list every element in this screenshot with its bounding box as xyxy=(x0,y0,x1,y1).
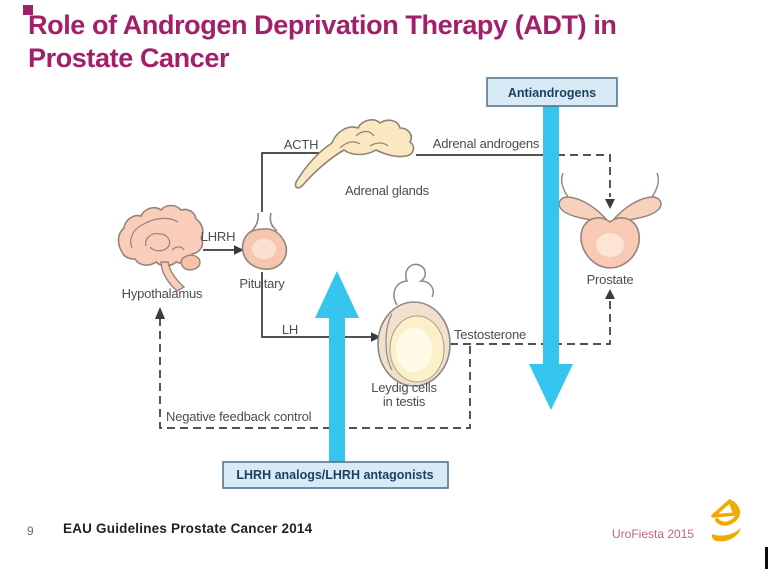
prostate-illustration xyxy=(558,172,662,269)
hypothalamus-label: Hypothalamus xyxy=(122,286,203,301)
negative-feedback-dashed-arrow xyxy=(155,307,471,429)
footer-reference: EAU Guidelines Prostate Cancer 2014 xyxy=(63,521,313,536)
testis-illustration xyxy=(377,263,451,387)
leydig-cells-label-line2: in testis xyxy=(383,394,426,409)
lhrh-arrow xyxy=(203,245,244,255)
leydig-cells-label-line1: Leydig cells xyxy=(371,380,437,395)
lhrh-analogs-box: LHRH analogs/LHRH antagonists xyxy=(222,461,449,489)
hypothalamus-illustration xyxy=(117,204,204,292)
adrenal-gland-illustration xyxy=(294,119,415,189)
footer-event: UroFiesta 2015 xyxy=(612,527,695,541)
adrenal-androgens-dashed-arrow xyxy=(557,154,615,209)
lhrh-label: LHRH xyxy=(201,229,236,244)
astrazeneca-logo xyxy=(711,499,741,542)
antiandrogens-inhibit-arrow xyxy=(529,105,573,410)
acth-label: ACTH xyxy=(284,137,319,152)
negative-feedback-label: Negative feedback control xyxy=(166,409,312,424)
lhrh-analogs-box-label: LHRH analogs/LHRH antagonists xyxy=(236,468,433,482)
pituitary-illustration xyxy=(241,212,288,270)
testosterone-label: Testosterone xyxy=(454,327,526,342)
slide-title-line1: Role of Androgen Deprivation Therapy (AD… xyxy=(28,10,617,40)
prostate-label: Prostate xyxy=(587,272,634,287)
testosterone-dashed-arrow xyxy=(450,289,615,345)
adrenal-androgens-label: Adrenal androgens xyxy=(433,136,540,151)
lh-label: LH xyxy=(282,322,298,337)
slide-title-line2: Prostate Cancer xyxy=(28,43,230,73)
slide-title: Role of Androgen Deprivation Therapy (AD… xyxy=(28,9,758,75)
adrenal-glands-label: Adrenal glands xyxy=(345,183,430,198)
title-bullet-square xyxy=(23,5,33,15)
antiandrogens-box: Antiandrogens xyxy=(486,77,618,107)
lhrh-analogs-stimulate-arrow xyxy=(315,271,359,463)
slide-number: 9 xyxy=(27,524,34,538)
antiandrogens-box-label: Antiandrogens xyxy=(508,86,596,100)
cursor-tick xyxy=(765,547,768,569)
pituitary-label: Pituitary xyxy=(239,276,285,291)
